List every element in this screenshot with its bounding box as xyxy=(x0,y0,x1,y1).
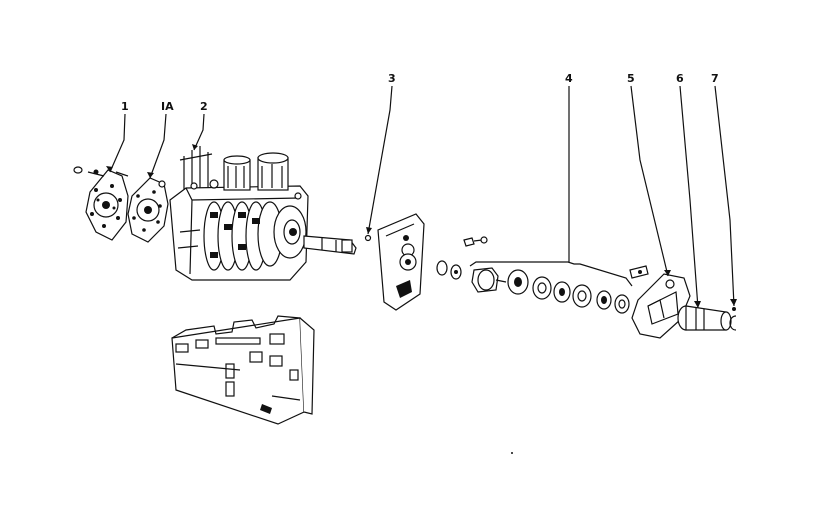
callout-label: 2 xyxy=(200,100,208,113)
callout-7: 7 xyxy=(711,72,737,307)
part-4-detent-assembly xyxy=(469,261,633,314)
callout-1: 1 xyxy=(106,100,129,173)
bracket-screws xyxy=(463,236,488,247)
part-7-retaining-clip xyxy=(729,307,737,331)
callout-label: 7 xyxy=(711,72,719,85)
callout-5: 5 xyxy=(627,72,671,277)
stray-mark xyxy=(511,452,513,454)
callout-label: 4 xyxy=(565,72,573,85)
callout-label: 6 xyxy=(676,72,684,85)
part-1-wafer-plate xyxy=(73,166,129,241)
part-6-shaft-bushing xyxy=(677,305,732,331)
spacer-washers xyxy=(436,260,462,280)
part-1a-wafer-plate xyxy=(127,177,169,243)
callout-label: 1 xyxy=(121,100,129,113)
drive-shaft xyxy=(303,234,372,255)
callout-1a: IA xyxy=(147,100,174,179)
switch-cover-shield xyxy=(171,315,315,425)
part-2-switch-body xyxy=(169,146,309,281)
callout-6: 6 xyxy=(676,72,701,309)
callout-4: 4 xyxy=(565,72,573,262)
callout-label: 3 xyxy=(388,72,396,85)
mounting-bracket xyxy=(377,213,425,311)
callout-label: IA xyxy=(161,100,174,113)
callout-2: 2 xyxy=(192,100,208,151)
callout-label: 5 xyxy=(627,72,635,85)
callout-3: 3 xyxy=(366,72,396,235)
